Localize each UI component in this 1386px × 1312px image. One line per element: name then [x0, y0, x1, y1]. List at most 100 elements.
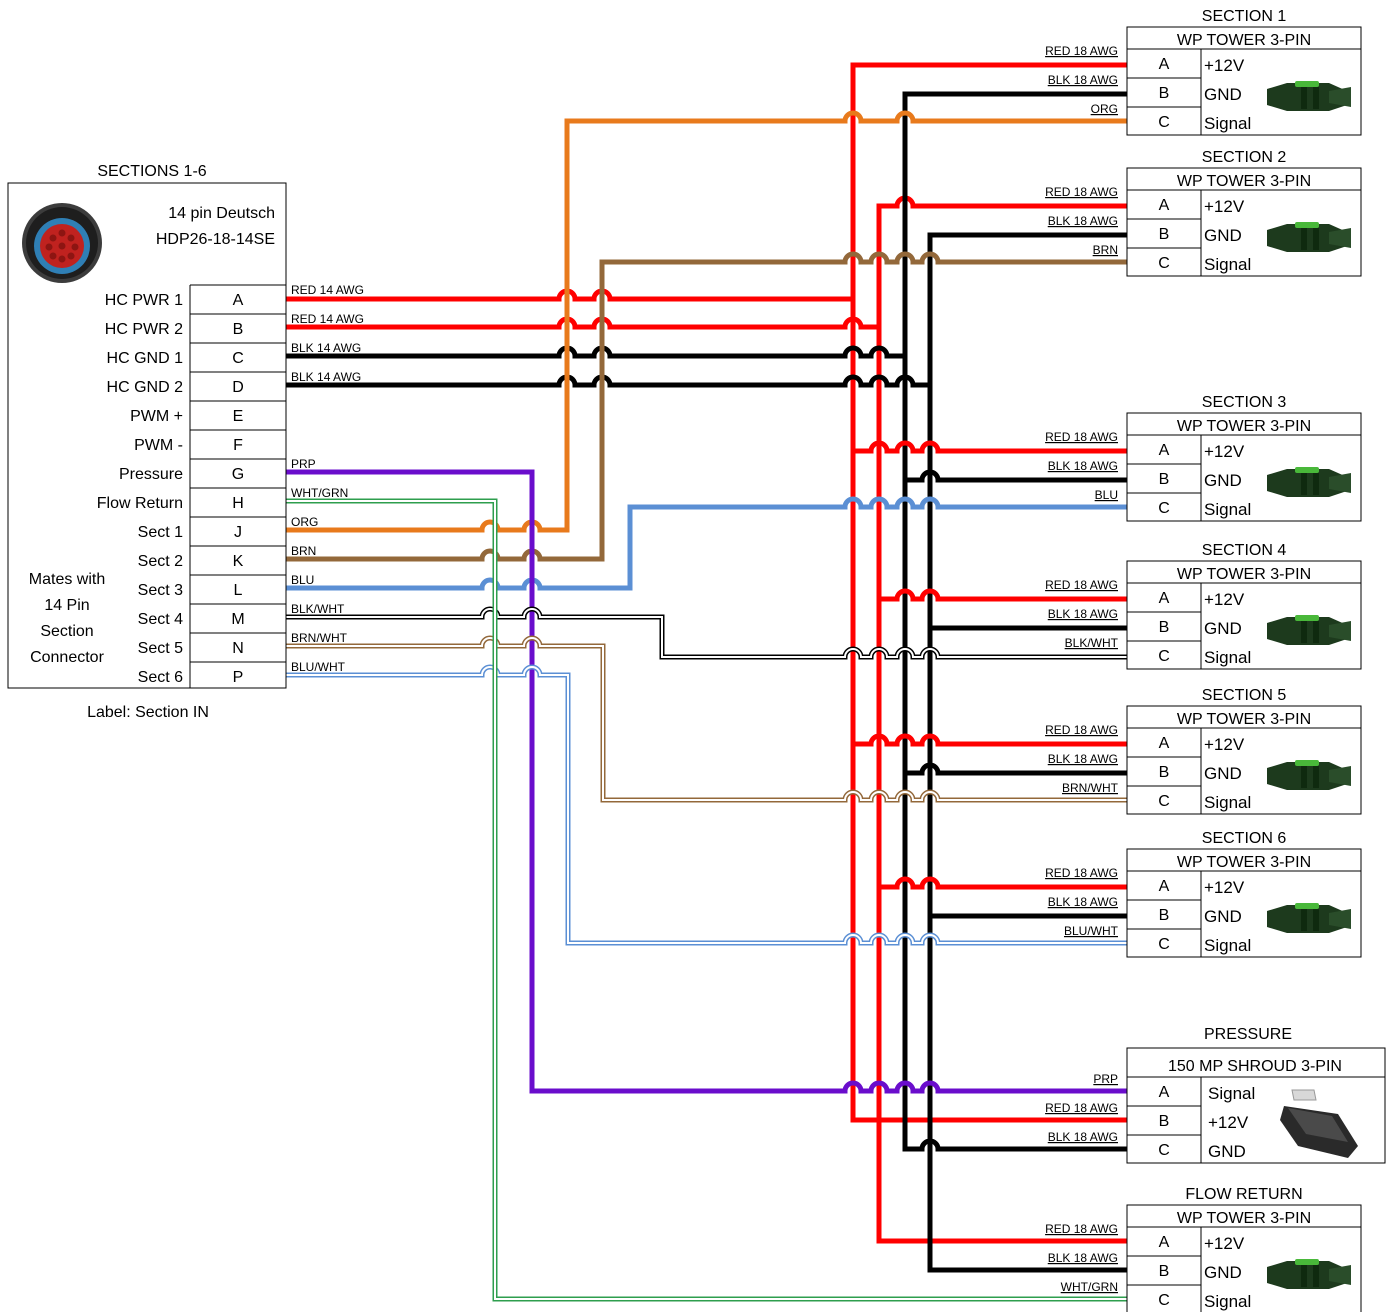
connector-pin-B: B [1159, 1113, 1170, 1130]
pin-name-J: Sect 1 [138, 524, 183, 541]
wire-label: RED 18 AWG [1045, 578, 1118, 592]
red-hc-pwr-1 [286, 288, 853, 302]
connector-func-B: GND [1204, 1263, 1242, 1282]
connector-pin-C: C [1158, 793, 1170, 810]
connector-pin-B: B [1159, 907, 1170, 924]
connector-func-B: GND [1204, 471, 1242, 490]
wht-grn-flow-return-outer [286, 498, 1127, 1302]
black-hc-gnd-1 [286, 345, 905, 359]
pin-letter-G: G [232, 466, 244, 483]
main-connector-type-line1: 14 pin Deutsch [168, 205, 275, 222]
main-wire-label-B: RED 14 AWG [291, 312, 364, 326]
connector-func-C: Signal [1204, 793, 1251, 812]
connector-func-A: +12V [1204, 878, 1245, 897]
pin-name-D: HC GND 2 [107, 379, 184, 396]
wire-label: BLK/WHT [1065, 636, 1119, 650]
connector-func-B: +12V [1208, 1113, 1249, 1132]
connector-func-A: Signal [1208, 1084, 1255, 1103]
right-connectors: SECTION 1 WP TOWER 3-PIN A +12V RED 18 AWG B G… [1045, 8, 1386, 1312]
main-connector-title: SECTIONS 1-6 [97, 163, 206, 180]
connector-func-C: Signal [1204, 114, 1251, 133]
main-wire-label-N: BRN/WHT [291, 631, 348, 645]
black-trunk-2 [927, 232, 1127, 385]
pin-letter-B: B [233, 321, 244, 338]
connector-func-B: GND [1204, 619, 1242, 638]
connector-pin-B: B [1159, 226, 1170, 243]
connector-func-A: +12V [1204, 1234, 1245, 1253]
pin-name-L: Sect 3 [138, 582, 183, 599]
brn-wht-sect5-inner [286, 637, 1127, 801]
pin-letter-A: A [233, 292, 244, 309]
brn-wht-sect5-outer [286, 635, 1127, 803]
wp-tower-connector-icon [1267, 1259, 1351, 1289]
connector-pin-A: A [1159, 1084, 1170, 1101]
main-wire-label-H: WHT/GRN [291, 486, 348, 500]
connector-pin-B: B [1159, 471, 1170, 488]
blk-wht-sect4-inner [286, 608, 1127, 658]
connector-type: WP TOWER 3-PIN [1177, 711, 1311, 728]
pin-letter-C: C [232, 350, 244, 367]
pin-name-G: Pressure [119, 466, 183, 483]
connector-type: WP TOWER 3-PIN [1177, 173, 1311, 190]
wht-grn-flow-return-inner [286, 500, 1127, 1300]
pin-letter-K: K [233, 553, 244, 570]
connector-pin-C: C [1158, 114, 1170, 131]
pin-name-B: HC PWR 2 [105, 321, 183, 338]
wire-label: WHT/GRN [1061, 1280, 1118, 1294]
wire-label: BLU [1095, 488, 1118, 502]
pin-letter-N: N [232, 640, 244, 657]
wire-label: BRN/WHT [1062, 781, 1119, 795]
connector-type: WP TOWER 3-PIN [1177, 854, 1311, 871]
connector-title: FLOW RETURN [1185, 1186, 1302, 1203]
wp-tower-connector-icon [1267, 467, 1351, 497]
connector-title: SECTION 1 [1202, 8, 1287, 25]
mates-with-line-3: Section [40, 623, 93, 640]
pin-name-C: HC GND 1 [107, 350, 184, 367]
connector-func-A: +12V [1204, 735, 1245, 754]
main-connector-label: Label: Section IN [87, 704, 209, 721]
connector-func-C: Signal [1204, 648, 1251, 667]
red-drop-3 [879, 876, 1127, 890]
connector-title: SECTION 3 [1202, 394, 1287, 411]
connector-pin-C: C [1158, 500, 1170, 517]
wire-label: RED 18 AWG [1045, 723, 1118, 737]
connector-pin-C: C [1158, 648, 1170, 665]
black-drop-0 [905, 469, 1127, 483]
connector-pin-A: A [1159, 878, 1170, 895]
connector-type: 150 MP SHROUD 3-PIN [1168, 1058, 1342, 1075]
connector-type: WP TOWER 3-PIN [1177, 1210, 1311, 1227]
pin-letter-H: H [232, 495, 244, 512]
wire-label: RED 18 AWG [1045, 1222, 1118, 1236]
main-wire-label-A: RED 14 AWG [291, 283, 364, 297]
pin-name-K: Sect 2 [138, 553, 183, 570]
connector-title: SECTION 5 [1202, 687, 1287, 704]
connector-func-C: GND [1208, 1142, 1246, 1161]
connector-box [1126, 26, 1362, 136]
purple-pressure [286, 469, 1127, 1094]
connector-func-B: GND [1204, 85, 1242, 104]
red-drop-1 [879, 588, 1127, 602]
main-wire-label-J: ORG [291, 515, 318, 529]
blu-wht-sect6-outer [286, 664, 1127, 946]
red-drop-2 [853, 733, 1127, 747]
pin-letter-P: P [233, 669, 244, 686]
wire-label: BLK 18 AWG [1048, 895, 1118, 909]
main-connector-box [7, 182, 287, 689]
wire-label: RED 18 AWG [1045, 430, 1118, 444]
connector-func-A: +12V [1204, 197, 1245, 216]
connector-box [1126, 560, 1362, 670]
connector-pin-A: A [1159, 197, 1170, 214]
red-drop-0 [853, 440, 1127, 454]
connector-box [1126, 1204, 1362, 1312]
main-wire-label-G: PRP [291, 457, 316, 471]
connector-func-C: Signal [1204, 500, 1251, 519]
pin-name-A: HC PWR 1 [105, 292, 183, 309]
connector-title: SECTION 2 [1202, 149, 1287, 166]
wire-label: BLK 18 AWG [1048, 752, 1118, 766]
main-wire-label-M: BLK/WHT [291, 602, 345, 616]
